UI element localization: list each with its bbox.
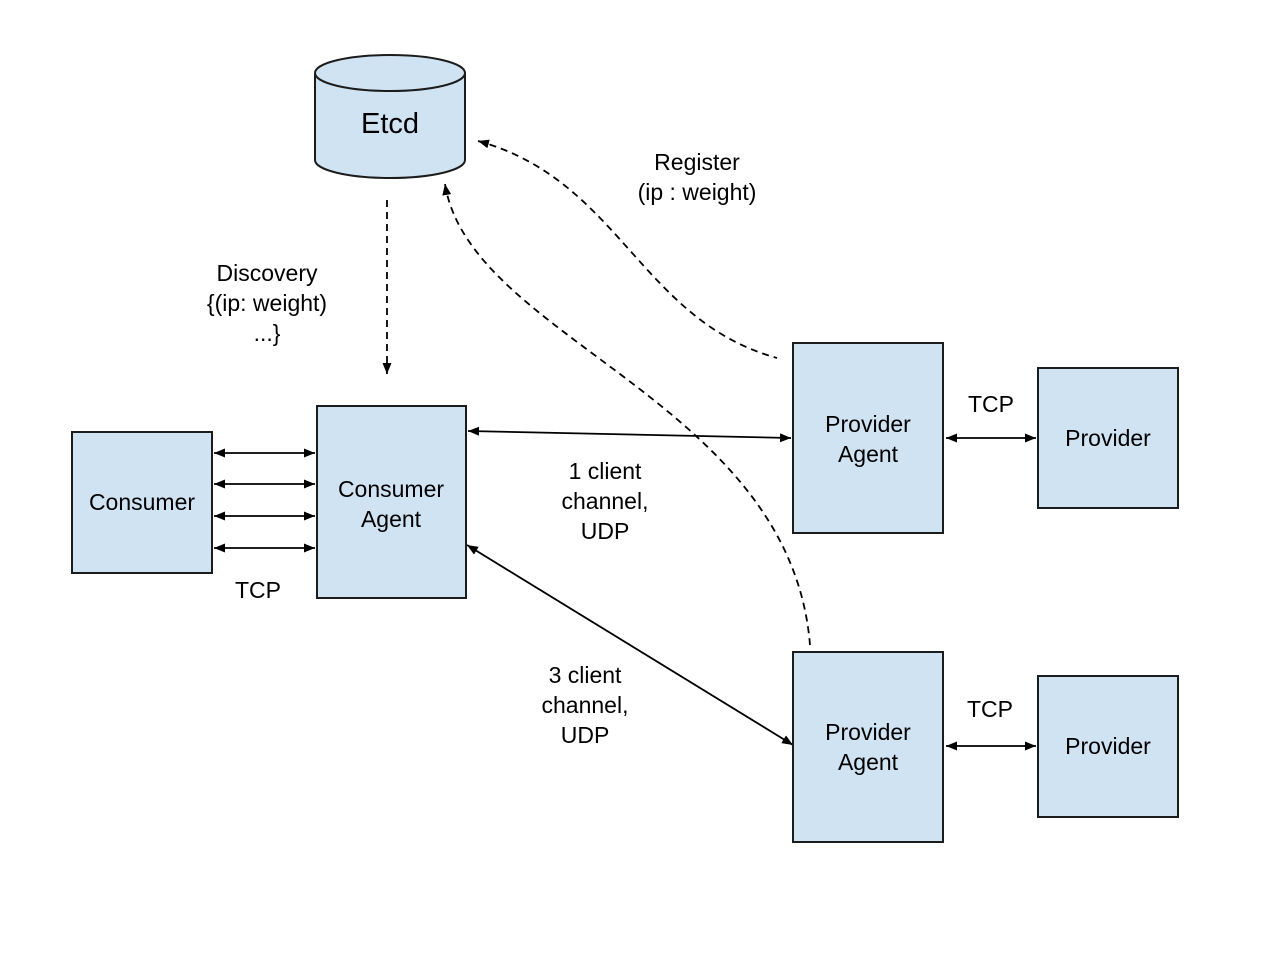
consumer-agent-node: Consumer Agent [316, 405, 467, 599]
provider-agent-bottom-box [792, 651, 944, 843]
provider-top-node: Provider [1037, 367, 1179, 509]
provider-agent-bottom-node: Provider Agent [792, 651, 944, 843]
etcd-cylinder-top-arc [314, 72, 466, 93]
register-label-line1: Register [654, 149, 740, 175]
register-label-line2: (ip : weight) [638, 179, 757, 205]
channel-3-label-line1: 3 client [549, 662, 622, 688]
channel-3-label-line2: channel, [542, 692, 629, 718]
consumer-agent-label-line2: Agent [361, 506, 422, 532]
channel-1-label-line1: 1 client [569, 458, 642, 484]
channel-1-label: 1 client channel, UDP [562, 458, 649, 544]
consumer-node: Consumer [71, 431, 213, 574]
provider-agent-bottom-label-line2: Agent [838, 749, 899, 775]
register-label: Register (ip : weight) [638, 149, 757, 205]
consumer-tcp-label: TCP [235, 577, 281, 603]
provider-agent-bottom-label-line1: Provider [825, 719, 911, 745]
discovery-label-line1: Discovery [217, 260, 318, 286]
consumer-agent-label-line1: Consumer [338, 476, 444, 502]
consumer-label: Consumer [89, 489, 195, 515]
provider-top-label: Provider [1065, 425, 1151, 451]
etcd-cylinder [314, 53, 466, 180]
provider-agent-top-box [792, 342, 944, 534]
provider-top-tcp-label: TCP [968, 391, 1014, 417]
provider-bottom-box [1037, 675, 1179, 818]
provider-agent-top-node: Provider Agent [792, 342, 944, 534]
channel-1-label-line2: channel, [562, 488, 649, 514]
channel-1-label-line3: UDP [581, 518, 630, 544]
channel-1-arrow [467, 426, 792, 443]
provider-agent-top-label-line1: Provider [825, 411, 911, 437]
provider-bottom-label: Provider [1065, 733, 1151, 759]
discovery-label-line2: {(ip: weight) [207, 290, 327, 316]
channel-3-arrow [466, 544, 794, 746]
discovery-label-line3: ...} [254, 320, 281, 346]
discovery-label: Discovery {(ip: weight) ...} [207, 260, 327, 346]
etcd-label: Etcd [361, 108, 419, 140]
channel-3-label: 3 client channel, UDP [542, 662, 629, 748]
provider-top-box [1037, 367, 1179, 509]
consumer-box [71, 431, 213, 574]
consumer-tcp-arrows [214, 448, 315, 553]
provider-bottom-node: Provider [1037, 675, 1179, 818]
consumer-agent-box [316, 405, 467, 599]
channel-3-label-line3: UDP [561, 722, 610, 748]
provider-agent-top-label-line2: Agent [838, 441, 899, 467]
provider-bottom-tcp-label: TCP [967, 696, 1013, 722]
register-arrow-bottom [442, 183, 811, 646]
etcd-node: Etcd [314, 53, 466, 180]
